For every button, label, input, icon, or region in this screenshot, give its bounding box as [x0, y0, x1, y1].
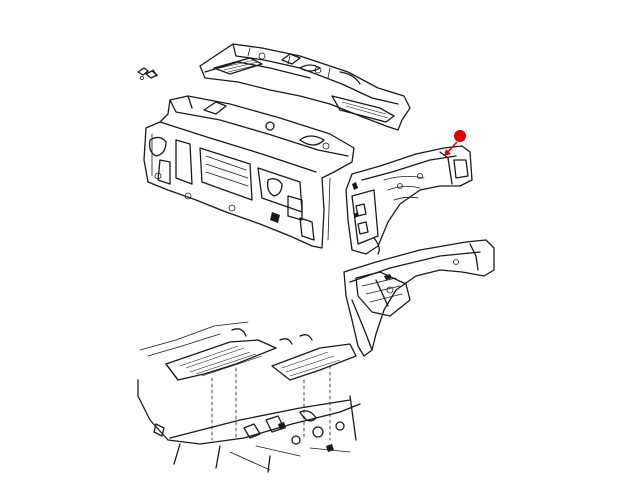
fastener-clips — [137, 67, 158, 80]
dash-panel — [143, 95, 355, 249]
cowl-top-panel — [199, 43, 411, 131]
highlight-callout — [444, 130, 466, 156]
red-dot-marker — [454, 130, 466, 142]
cowl-side-panel-upper — [345, 145, 473, 255]
cowl-grille-assembly — [137, 321, 361, 473]
cowl-side-panel-lower — [343, 239, 495, 357]
